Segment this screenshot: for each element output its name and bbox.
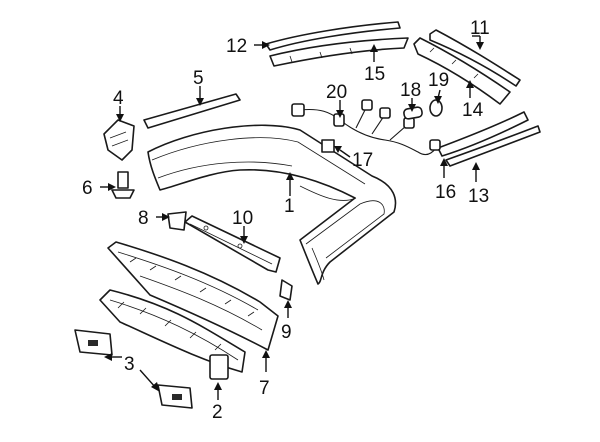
bracket-3-right xyxy=(157,384,193,409)
callout-2: 2 xyxy=(212,402,223,423)
support-bracket-4 xyxy=(103,119,135,161)
callout-10: 10 xyxy=(232,208,253,229)
fastener-6 xyxy=(111,171,135,199)
callout-11: 11 xyxy=(470,18,490,39)
bumper-cover xyxy=(147,124,397,285)
grommet-19 xyxy=(429,99,443,117)
impact-reinforcement xyxy=(99,289,246,380)
callout-14: 14 xyxy=(462,100,484,121)
lower-molding-16 xyxy=(437,111,529,157)
side-bracket-9 xyxy=(279,279,293,301)
callout-6: 6 xyxy=(82,178,93,199)
bracket-3-left xyxy=(74,329,113,356)
callout-12: 12 xyxy=(226,36,247,57)
callout-labels: 1 2 3 4 5 6 7 8 9 10 11 12 13 14 15 16 1… xyxy=(82,18,490,423)
callout-9: 9 xyxy=(281,322,292,343)
callout-18: 18 xyxy=(400,80,421,101)
callout-20: 20 xyxy=(326,82,347,103)
bracket-17 xyxy=(321,139,335,153)
callout-7: 7 xyxy=(259,378,270,399)
mounting-bracket xyxy=(184,215,281,273)
callout-17: 17 xyxy=(352,150,373,171)
side-molding-14 xyxy=(413,37,511,105)
callout-15: 15 xyxy=(364,64,385,85)
clip-8 xyxy=(167,211,187,231)
lower-trim-13 xyxy=(445,125,541,167)
callout-16: 16 xyxy=(435,182,456,203)
trim-strip-5 xyxy=(143,93,241,129)
side-trim-11 xyxy=(429,29,521,87)
leader-lines xyxy=(100,35,484,400)
callout-3: 3 xyxy=(124,354,135,375)
callout-13: 13 xyxy=(468,186,489,207)
upper-trim-12 xyxy=(265,21,401,51)
callout-19: 19 xyxy=(428,70,449,91)
callout-8: 8 xyxy=(138,208,149,229)
callout-5: 5 xyxy=(193,68,204,89)
callout-4: 4 xyxy=(113,88,124,109)
energy-absorber xyxy=(107,241,279,351)
callout-1: 1 xyxy=(284,196,295,217)
